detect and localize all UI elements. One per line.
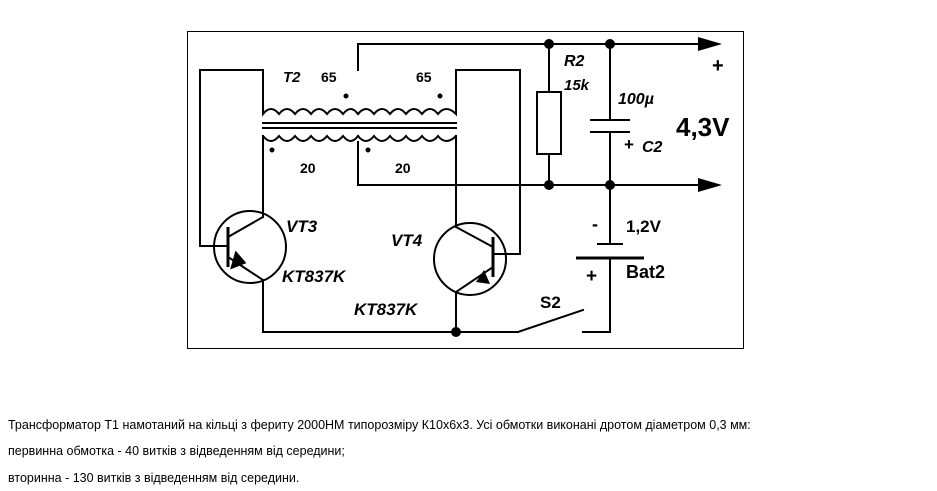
vt3-type-label: KT837K <box>282 267 347 286</box>
transformer-core <box>262 122 457 129</box>
switch-name-label: S2 <box>540 293 561 312</box>
primary-right-turns-label: 65 <box>416 69 432 85</box>
schematic-svg: T2 65 65 20 20 R2 15k 100µ + C2 4,3V + -… <box>199 37 730 337</box>
wires <box>199 43 699 333</box>
secondary-left-turns-label: 20 <box>300 160 316 176</box>
capacitor-plus-label: + <box>624 135 634 154</box>
capacitor-value-label: 100µ <box>618 91 654 108</box>
transistor-vt3 <box>213 210 287 284</box>
vt4-name-label: VT4 <box>391 231 423 250</box>
vt4-type-label: KT837K <box>354 300 419 319</box>
switch-s2 <box>516 308 585 334</box>
output-voltage-label: 4,3V <box>676 112 730 142</box>
transistor-vt4 <box>433 222 507 296</box>
secondary-right-turns-label: 20 <box>395 160 411 176</box>
junction-dots <box>451 39 615 337</box>
caption-line-2: первинна обмотка - 40 витків з відведенн… <box>8 444 345 458</box>
resistor-name-label: R2 <box>564 53 585 70</box>
resistor-value-label: 15k <box>564 77 590 94</box>
transformer-primary-winding <box>262 69 457 117</box>
transformer-name-label: T2 <box>283 69 301 86</box>
capacitor-name-label: C2 <box>642 139 663 156</box>
output-arrows <box>698 37 722 192</box>
battery-voltage-label: 1,2V <box>626 217 662 236</box>
caption-line-1: Трансформатор Т1 намотаний на кільці з ф… <box>8 418 751 432</box>
vt3-name-label: VT3 <box>286 217 318 236</box>
battery-name-label: Bat2 <box>626 262 665 282</box>
resistor-r2 <box>536 91 562 155</box>
caption-line-3: вторинна - 130 витків з відведенням від … <box>8 471 300 485</box>
capacitor-c2 <box>590 119 630 133</box>
output-plus-label: + <box>712 55 724 77</box>
primary-left-turns-label: 65 <box>321 69 337 85</box>
battery-plus-label: + <box>586 266 597 287</box>
battery-minus-label: - <box>592 214 598 234</box>
circuit-schematic: T2 65 65 20 20 R2 15k 100µ + C2 4,3V + -… <box>187 31 744 349</box>
battery-bat2 <box>576 243 644 260</box>
transformer-secondary-winding <box>261 134 458 153</box>
